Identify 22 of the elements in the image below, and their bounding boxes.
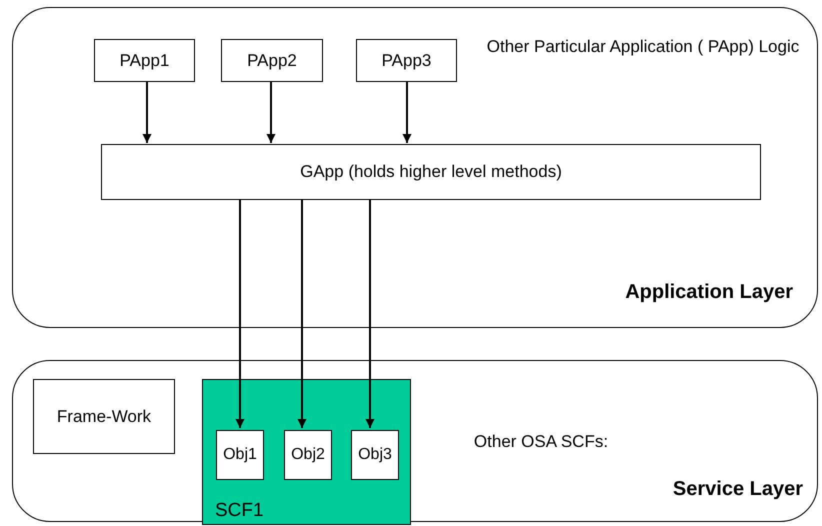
process-box: PApp3 — [356, 39, 457, 82]
object-box: Obj2 — [284, 430, 332, 480]
note-text: Other Particular Application ( PApp) Logic — [486, 36, 800, 58]
process-box: GApp (holds higher level methods) — [101, 144, 761, 200]
arrow — [236, 199, 244, 428]
object-box: Obj1 — [216, 430, 264, 480]
note-text: Other OSA SCFs: — [472, 431, 610, 452]
layer-title: Application Layer — [624, 280, 793, 305]
arrow — [142, 81, 152, 143]
arrow — [266, 81, 276, 143]
object-box: Obj3 — [351, 430, 399, 480]
layer-title: Service Layer — [672, 477, 803, 502]
layer-panel — [12, 7, 818, 328]
process-box: PApp2 — [221, 39, 323, 82]
group-box — [202, 379, 411, 525]
arrow — [298, 199, 306, 428]
arrow — [402, 81, 412, 143]
process-box: PApp1 — [94, 39, 195, 82]
process-box: Frame-Work — [33, 379, 175, 454]
group-label: SCF1 — [215, 500, 264, 522]
arrow — [366, 199, 374, 428]
layer-panel — [12, 360, 818, 522]
